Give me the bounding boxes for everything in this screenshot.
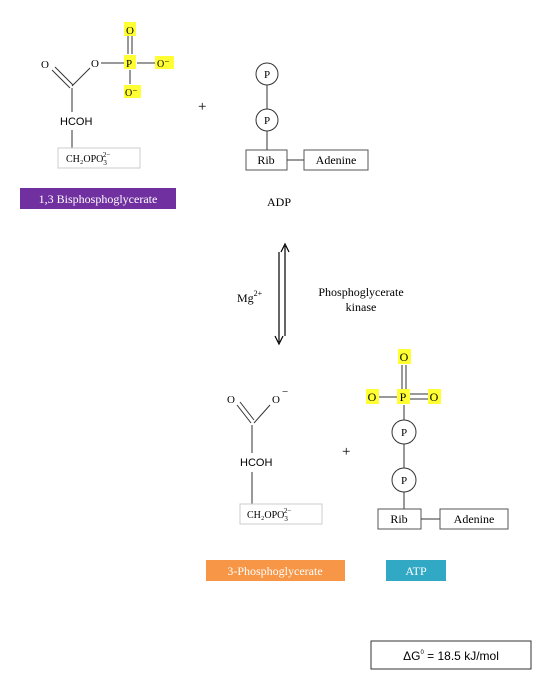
bpg-bond-ester [71,67,91,87]
adp-adenine-box [303,149,369,171]
atp-o-top-highlight [398,349,411,364]
bpg-p-highlight [124,55,136,69]
bpg-ch2-group: CH₂OPO32− [66,151,110,167]
bpg-label-text: 1,3 Bisphosphoglycerate [39,192,158,206]
pg-anion-charge: − [282,386,288,398]
pg-carbonyl-oxygen: O [227,394,235,406]
bpg-o-right-highlight [155,56,174,69]
adp-adenine-label: Adenine [316,153,357,167]
pg-hcoh: HCOH [240,457,272,469]
atp-o-left: O [368,390,377,404]
atp-label-bg [386,560,446,581]
pg-label-text: 3-Phosphoglycerate [227,564,322,578]
atp-o-right-highlight [428,389,441,404]
pg-bond-anion [253,404,271,424]
atp-rib-label: Rib [390,512,407,526]
enzyme-label-line2: kinase [346,300,377,314]
pg-double-bond-2 [239,401,255,421]
energy-box: ΔG0 = 18.5 kJ/mol [370,640,532,670]
product-plus: + [342,444,350,460]
down-arrow-head [274,335,284,346]
bpg-o-right: O⁻ [157,59,170,70]
pg-structure: O O − HCOH CH₂OPO32− [227,386,323,525]
pg-ch2-box [239,503,323,525]
reactant-plus: + [198,99,206,115]
atp-o-left-highlight [366,389,379,404]
adp-rib-label: Rib [257,153,274,167]
enzyme-label-line1: Phosphoglycerate [318,285,403,299]
atp-adenine-label: Adenine [454,512,495,526]
pg-ch2-group: CH₂OPO32− [247,507,291,523]
atp-p2-label: P [401,475,407,487]
bpg-o-bottom: O⁻ [125,88,138,99]
bpg-label-bg [20,188,176,209]
atp-p-highlight [397,389,410,404]
adp-label: ADP [267,195,291,209]
pg-label-bg [206,560,345,581]
atp-o-top: O [400,350,409,364]
bpg-ester-oxygen: O [91,58,99,70]
adp-p1-label: P [264,69,270,81]
atp-label: ATP [386,560,446,581]
bpg-structure: O O P O O⁻ O⁻ HCOH CH₂OPO32− [41,22,174,169]
bpg-ch2-box [57,147,141,169]
bpg-double-bond-1 [51,69,71,89]
atp-p1-label: P [401,427,407,439]
adp-structure: P P Rib Adenine [245,62,369,171]
bpg-phosphorus: P [126,58,132,70]
bpg-double-bond-2 [54,66,74,86]
up-arrow-head [280,242,290,253]
bpg-o-top: O [126,25,134,37]
atp-structure: O O P O P P Rib Adenine [366,349,509,530]
pg-double-bond-1 [236,404,252,424]
bpg-o-top-highlight [124,22,136,36]
bpg-carbonyl-oxygen: O [41,59,49,71]
energy-box-border [370,640,532,670]
pg-label: 3-Phosphoglycerate [206,560,345,581]
atp-o-right: O [430,390,439,404]
atp-phosphorus: P [400,390,407,404]
bpg-hcoh: HCOH [60,116,92,128]
atp-adenine-box [439,508,509,530]
atp-label-text: ATP [405,564,427,578]
equilibrium-arrows [274,242,290,346]
cofactor-label: Mg2+ [237,289,263,305]
bpg-o-bottom-highlight [124,85,141,98]
delta-g-value: ΔG0 = 18.5 kJ/mol [403,649,499,663]
bpg-label: 1,3 Bisphosphoglycerate [20,188,176,209]
adp-p2-label: P [264,115,270,127]
pg-anion-oxygen: O [272,394,280,406]
